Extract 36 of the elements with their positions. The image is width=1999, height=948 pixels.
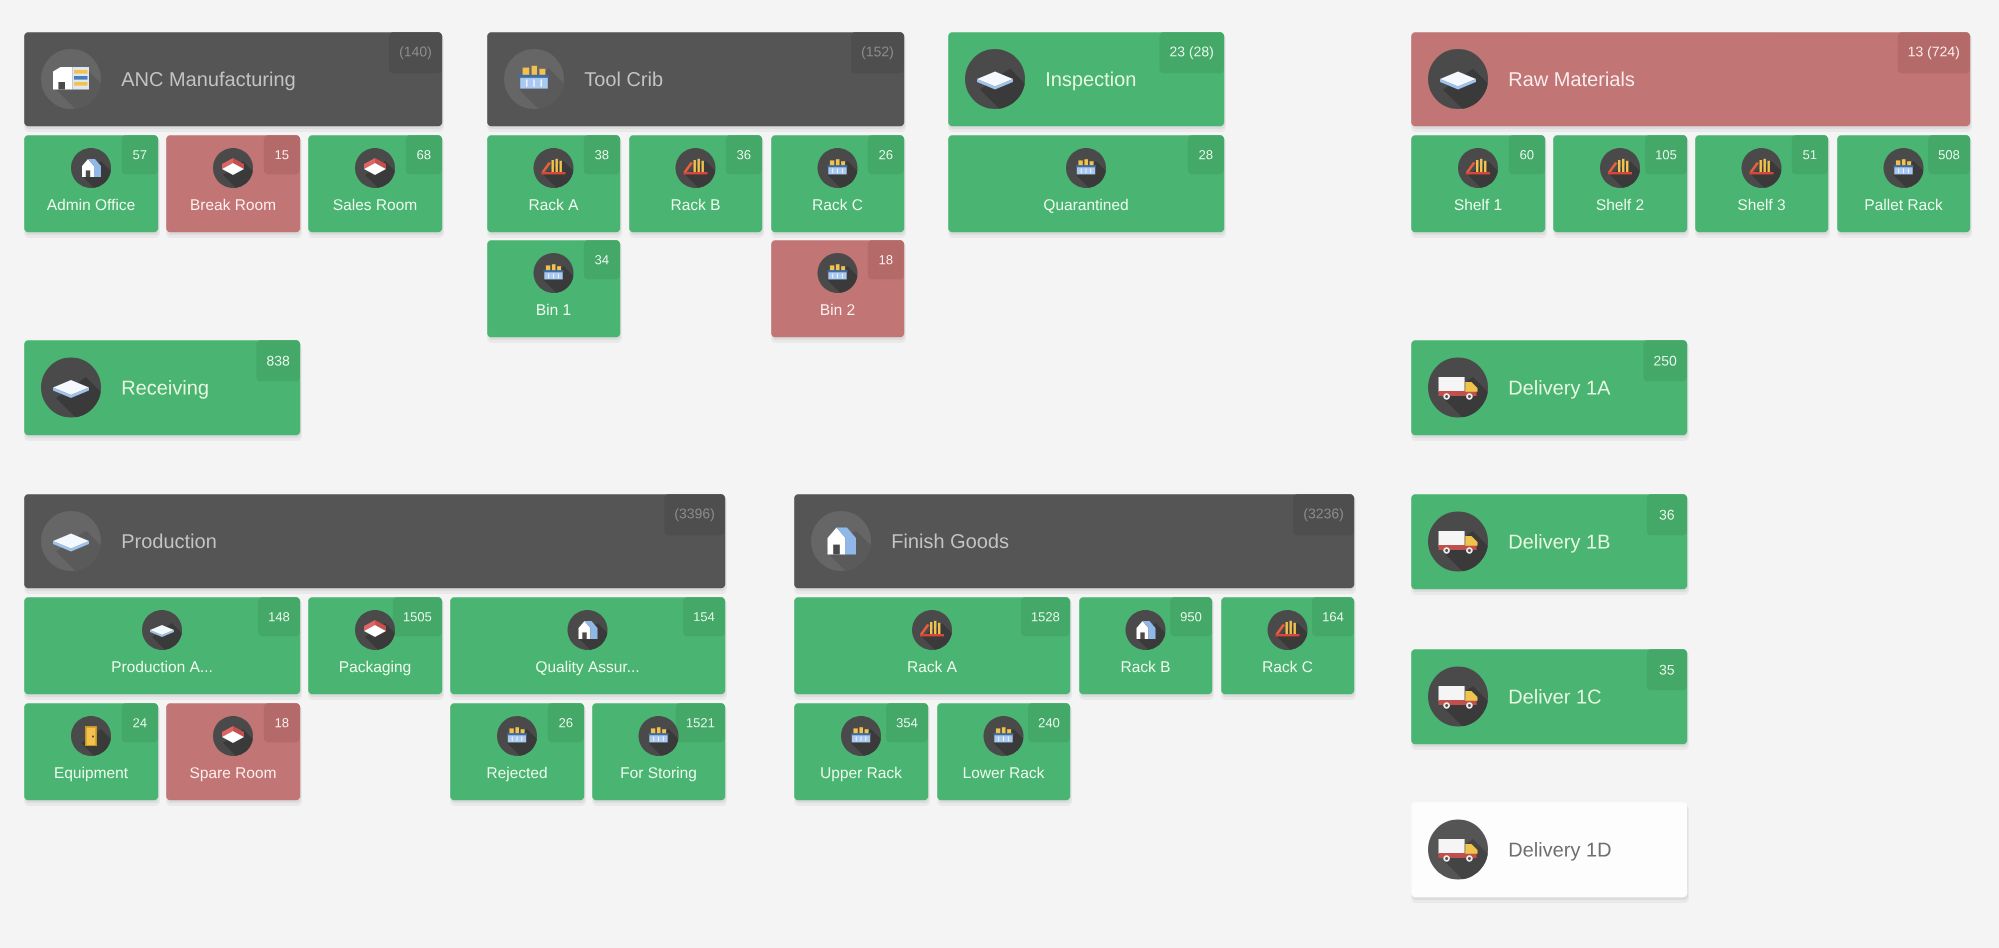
- count-badge: 60: [1508, 135, 1545, 175]
- count-badge: 1521: [675, 703, 725, 743]
- count-badge: 950: [1170, 597, 1212, 637]
- count-badge: 57: [121, 135, 158, 175]
- count-badge: 354: [886, 703, 928, 743]
- count-badge: 1505: [392, 597, 442, 637]
- count-badge: 164: [1312, 597, 1354, 637]
- count-badge: 23 (28): [1159, 32, 1224, 74]
- count-badge: (140): [389, 32, 442, 74]
- count-badge: 68: [405, 135, 442, 175]
- count-badge: 838: [256, 340, 300, 382]
- count-badge: 148: [258, 597, 300, 637]
- count-badge: 18: [867, 240, 904, 280]
- count-badge: 36: [1646, 494, 1687, 536]
- count-badge: 36: [725, 135, 762, 175]
- count-badge: 28: [1187, 135, 1224, 175]
- count-badge: 18: [263, 703, 300, 743]
- count-badge: 105: [1645, 135, 1687, 175]
- count-badge: 13 (724): [1897, 32, 1970, 74]
- count-badge: (152): [851, 32, 904, 74]
- count-badge: 240: [1028, 703, 1070, 743]
- count-badge: 51: [1791, 135, 1828, 175]
- count-badge: 24: [121, 703, 158, 743]
- count-badge: (3236): [1293, 494, 1354, 536]
- count-badge: 508: [1928, 135, 1970, 175]
- count-badge: 26: [867, 135, 904, 175]
- count-badge: 154: [683, 597, 725, 637]
- header-tile: Delivery 1D: [1411, 802, 1689, 903]
- count-badge: 15: [263, 135, 300, 175]
- count-badge: 26: [547, 703, 584, 743]
- count-badge: 250: [1643, 340, 1687, 382]
- count-badge: (3396): [664, 494, 725, 536]
- count-badge: 38: [583, 135, 620, 175]
- count-badge: 35: [1646, 649, 1687, 691]
- count-badge: 1528: [1020, 597, 1070, 637]
- count-badge: 34: [583, 240, 620, 280]
